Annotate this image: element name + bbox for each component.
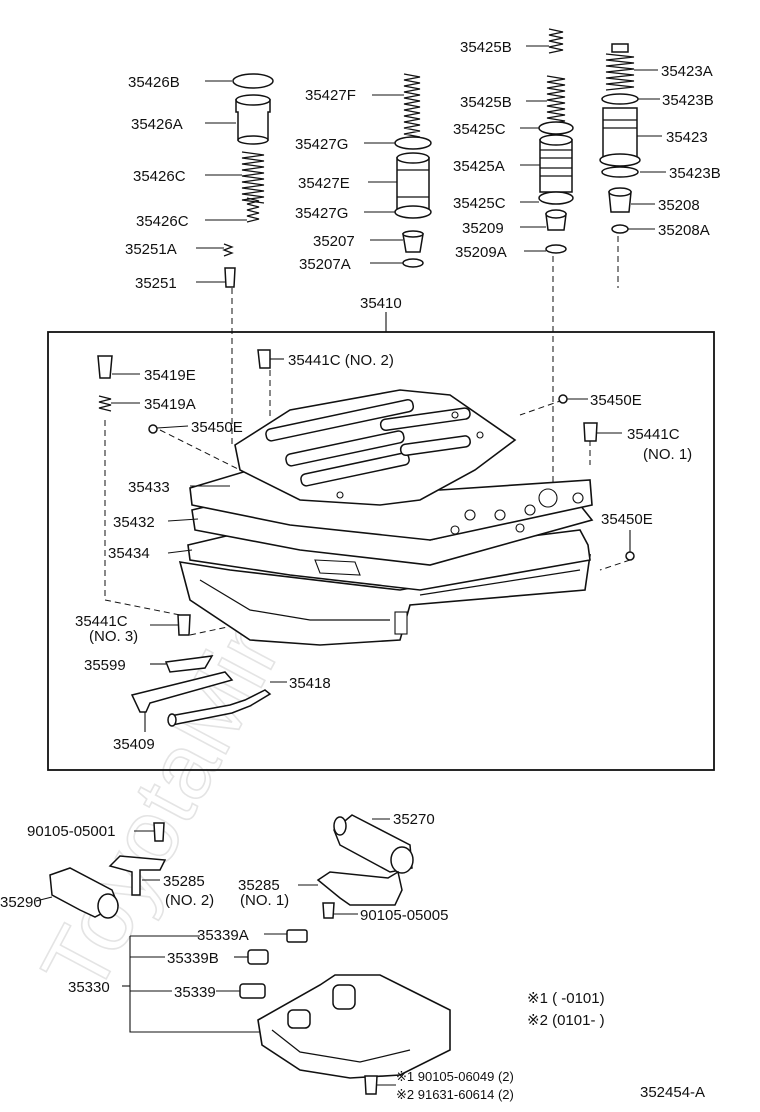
- label-35427E: 35427E: [298, 175, 350, 192]
- part-35423-group: [599, 43, 641, 234]
- note-2: ※2 (0101- ): [527, 1012, 605, 1029]
- label-35209A: 35209A: [455, 244, 507, 261]
- part-35427-group: [394, 73, 432, 268]
- label-35450E-left: 35450E: [191, 419, 243, 436]
- part-35426-group: [222, 73, 274, 288]
- label-35290: 35290: [0, 894, 42, 911]
- label-35285-no2: 35285: [163, 873, 205, 890]
- label-35426A: 35426A: [131, 116, 183, 133]
- label-35209: 35209: [462, 220, 504, 237]
- label-35330: 35330: [68, 979, 110, 996]
- label-35450E-right: 35450E: [590, 392, 642, 409]
- label-35285-no2-sub: (NO. 2): [165, 892, 214, 909]
- label-35425C-upper: 35425C: [453, 121, 506, 138]
- label-35425B-lower: 35425B: [460, 94, 512, 111]
- label-35427G-lower: 35427G: [295, 205, 348, 222]
- label-35427G-upper: 35427G: [295, 136, 348, 153]
- valve-body-assembly: [97, 349, 635, 727]
- label-35425C-lower: 35425C: [453, 195, 506, 212]
- label-35423: 35423: [666, 129, 708, 146]
- label-35418: 35418: [289, 675, 331, 692]
- label-35425B-upper: 35425B: [460, 39, 512, 56]
- diagram-id: 352454-A: [640, 1084, 705, 1101]
- label-35433: 35433: [128, 479, 170, 496]
- label-35208: 35208: [658, 197, 700, 214]
- label-35434: 35434: [108, 545, 150, 562]
- label-35419A: 35419A: [144, 396, 196, 413]
- label-35251A: 35251A: [125, 241, 177, 258]
- alignment-lines: [104, 236, 631, 636]
- label-35270: 35270: [393, 811, 435, 828]
- labels: 35426B 35426A 35426C 35426C 35251A 35251…: [0, 39, 721, 1102]
- lower-parts: [35, 814, 451, 1095]
- label-35599: 35599: [84, 657, 126, 674]
- label-35441C-no3: 35441C: [75, 613, 128, 630]
- label-35426C-lower: 35426C: [136, 213, 189, 230]
- label-35207A: 35207A: [299, 256, 351, 273]
- note-1: ※1 ( -0101): [527, 990, 605, 1007]
- label-35427F: 35427F: [305, 87, 356, 104]
- label-35441C-no1-sub: (NO. 1): [643, 446, 692, 463]
- label-35423B-upper: 35423B: [662, 92, 714, 109]
- label-35251: 35251: [135, 275, 177, 292]
- label-35441C-no1: 35441C: [627, 426, 680, 443]
- label-35425A: 35425A: [453, 158, 505, 175]
- bolt-note-1: ※1 90105-06049 (2): [396, 1069, 514, 1084]
- label-35285-no1: 35285: [238, 877, 280, 894]
- part-35425-group: [538, 28, 574, 254]
- label-35339: 35339: [174, 984, 216, 1001]
- label-35208A: 35208A: [658, 222, 710, 239]
- label-90105-05005: 90105-05005: [360, 907, 448, 924]
- label-35423B-lower: 35423B: [669, 165, 721, 182]
- leaders-top: [196, 45, 666, 332]
- label-35450E-side: 35450E: [601, 511, 653, 528]
- label-35432: 35432: [113, 514, 155, 531]
- label-35419E: 35419E: [144, 367, 196, 384]
- label-35285-no1-sub: (NO. 1): [240, 892, 289, 909]
- label-35423A: 35423A: [661, 63, 713, 80]
- bolt-note-2: ※2 91631-60614 (2): [396, 1087, 514, 1102]
- label-35207: 35207: [313, 233, 355, 250]
- label-35441C-no2: 35441C (NO. 2): [288, 352, 394, 369]
- label-35339A: 35339A: [197, 927, 249, 944]
- label-35426C-upper: 35426C: [133, 168, 186, 185]
- label-35426B: 35426B: [128, 74, 180, 91]
- label-35410: 35410: [360, 295, 402, 312]
- valve-body-frame: [47, 331, 715, 771]
- label-35441C-no3-sub: (NO. 3): [89, 628, 138, 645]
- label-35409: 35409: [113, 736, 155, 753]
- leaders-box: [111, 358, 631, 732]
- label-90105-05001: 90105-05001: [27, 823, 115, 840]
- label-35339B: 35339B: [167, 950, 219, 967]
